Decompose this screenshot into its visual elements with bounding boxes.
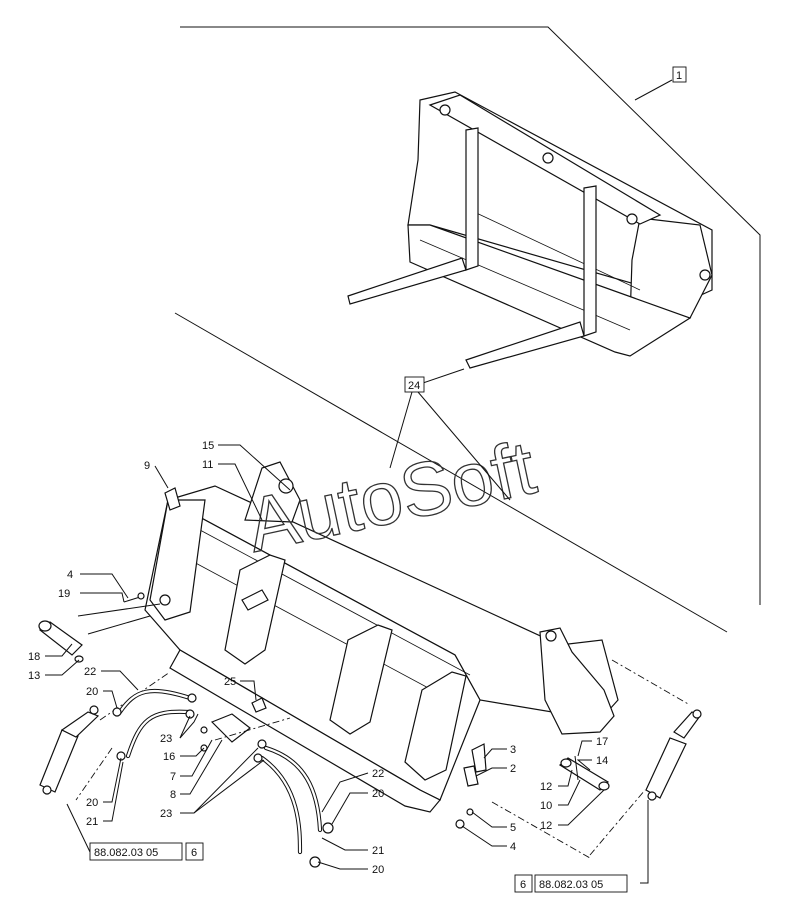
callout-12-a: 12 — [540, 781, 552, 793]
right-hydraulic-cylinder — [645, 709, 702, 801]
callout-2: 2 — [510, 763, 516, 775]
block-part-9 — [164, 487, 181, 511]
reference-right[interactable]: 6 88.082.03 05 — [514, 874, 628, 893]
reference-right-code: 88.082.03 05 — [539, 879, 603, 891]
wedge-parts — [455, 743, 487, 829]
callout-18: 18 — [28, 651, 40, 663]
left-hydraulic-cylinder — [39, 705, 100, 795]
callout-22-right: 22 — [372, 768, 384, 780]
pin-part-14 — [558, 755, 610, 791]
bucket-body — [144, 461, 619, 813]
reference-left[interactable]: 88.082.03 05 6 — [89, 842, 204, 861]
callout-labels: 1 24 15 11 9 4 19 18 13 22 25 20 23 16 7… — [28, 66, 687, 876]
callout-23-b: 23 — [160, 808, 172, 820]
callout-1: 1 — [676, 70, 682, 82]
pin-part-18 — [38, 620, 84, 663]
fitting-part-25 — [251, 697, 267, 713]
callout-13: 13 — [28, 670, 40, 682]
callout-8: 8 — [170, 789, 176, 801]
callout-22-left: 22 — [84, 666, 96, 678]
callout-20-b: 20 — [86, 797, 98, 809]
valve-block — [200, 713, 251, 752]
callout-12-b: 12 — [540, 820, 552, 832]
callout-21-b: 21 — [372, 845, 384, 857]
callout-21-a: 21 — [86, 816, 98, 828]
callout-3: 3 — [510, 744, 516, 756]
reference-left-page: 6 — [191, 847, 197, 859]
bolt-part-19 — [123, 592, 145, 603]
callout-9: 9 — [144, 460, 150, 472]
callout-10: 10 — [540, 800, 552, 812]
callout-20-a: 20 — [86, 686, 98, 698]
upper-frame-lines — [174, 26, 761, 633]
pallet-fork-bucket — [347, 91, 713, 369]
callout-24: 24 — [408, 380, 420, 392]
callout-11: 11 — [202, 459, 213, 471]
callout-16: 16 — [163, 751, 175, 763]
callout-14: 14 — [596, 755, 608, 767]
hose-right-22 — [253, 739, 334, 868]
reference-left-code: 88.082.03 05 — [94, 847, 158, 859]
callout-23-a: 23 — [160, 733, 172, 745]
hose-left-22 — [112, 688, 197, 761]
leader-lines — [45, 79, 673, 884]
callout-20-c: 20 — [372, 788, 384, 800]
callout-7: 7 — [170, 771, 176, 783]
callout-25: 25 — [224, 676, 236, 688]
callout-15: 15 — [202, 440, 214, 452]
callout-4-bottom: 4 — [510, 841, 516, 853]
callout-5: 5 — [510, 822, 516, 834]
callout-4-top: 4 — [67, 569, 73, 581]
watermark-text: AutoSoft — [240, 425, 543, 569]
callout-17: 17 — [596, 736, 608, 748]
reference-right-page: 6 — [520, 879, 526, 891]
callout-20-d: 20 — [372, 864, 384, 876]
callout-19: 19 — [58, 588, 70, 600]
